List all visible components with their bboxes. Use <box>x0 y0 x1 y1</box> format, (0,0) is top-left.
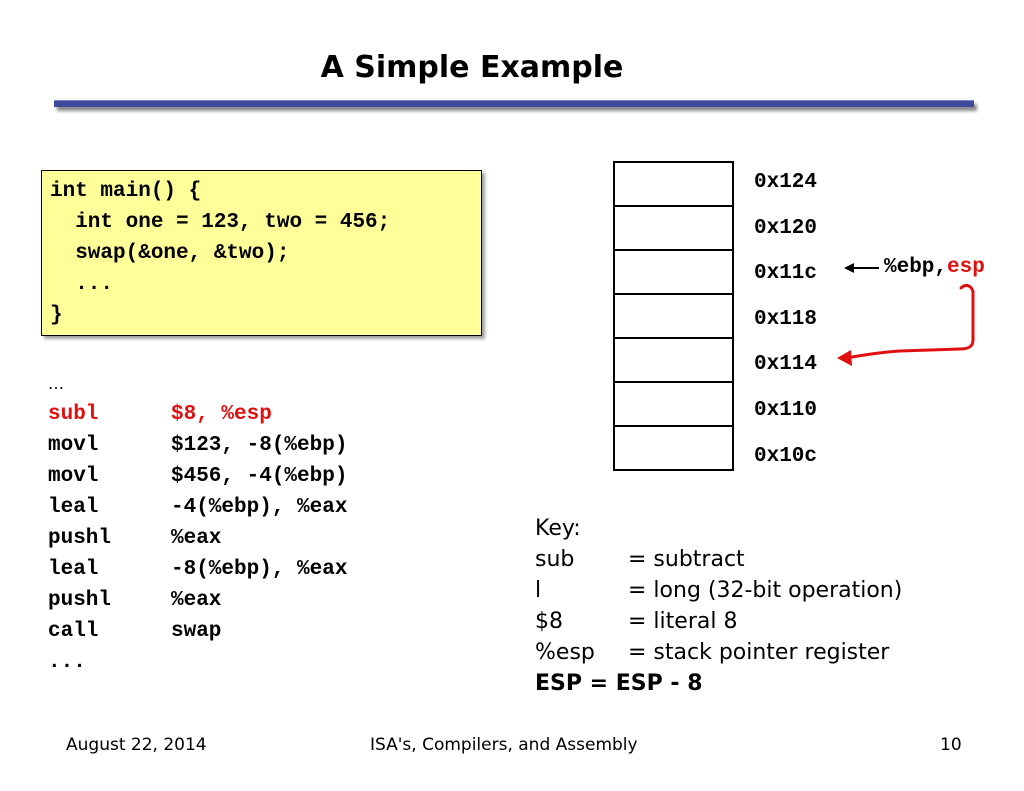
esp-move-arrow <box>850 283 975 359</box>
code-line: swap(&one, &two); <box>50 242 290 265</box>
asm-opcode: pushl <box>48 527 112 550</box>
asm-row: pushl %eax <box>48 585 347 616</box>
ebp-pointer-arrow <box>844 263 879 273</box>
key-term: $8 <box>535 609 563 634</box>
asm-opcode: leal <box>48 558 99 581</box>
key-meaning: = subtract <box>628 547 745 572</box>
stack-cell <box>613 293 734 337</box>
asm-row: movl $123, -8(%ebp) <box>48 430 347 461</box>
asm-operands: $8, %esp <box>171 403 272 426</box>
asm-row: leal -8(%ebp), %eax <box>48 554 347 585</box>
key-term: sub <box>535 547 575 572</box>
asm-opcode: movl <box>48 465 99 488</box>
stack-cell <box>613 425 734 471</box>
code-line: ... <box>50 273 114 296</box>
key-meaning: = stack pointer register <box>628 640 890 665</box>
asm-row: pushl %eax <box>48 523 347 554</box>
key-row: l = long (32-bit operation) <box>535 575 902 606</box>
stack-address: 0x10c <box>754 445 818 468</box>
stack-address: 0x11c <box>754 262 818 285</box>
pointer-label-prefix: %ebp, <box>884 256 948 279</box>
asm-opcode: subl <box>48 403 99 426</box>
asm-operands: -4(%ebp), %eax <box>171 496 348 519</box>
footer-course: ISA's, Compilers, and Assembly <box>370 735 638 755</box>
stack-address: 0x114 <box>754 353 818 376</box>
pointer-label: %ebp,esp <box>884 256 985 279</box>
key-term: l <box>535 578 542 603</box>
asm-operands: %eax <box>171 527 222 550</box>
asm-row: leal -4(%ebp), %eax <box>48 492 347 523</box>
stack-cell <box>613 161 734 205</box>
slide-title: A Simple Example <box>320 50 624 85</box>
asm-operands: swap <box>171 620 222 643</box>
stack-cell <box>613 337 734 381</box>
key-row: sub = subtract <box>535 544 902 575</box>
stack-address: 0x120 <box>754 217 818 240</box>
asm-tail: ... <box>48 651 86 674</box>
stack-cell <box>613 205 734 249</box>
assembly-listing: … subl $8, %esp movl $123, -8(%ebp) movl $4… <box>48 368 347 678</box>
asm-operands: -8(%ebp), %eax <box>171 558 348 581</box>
key-row: %esp = stack pointer register <box>535 637 902 668</box>
asm-operands: %eax <box>171 589 222 612</box>
footer-date: August 22, 2014 <box>66 735 207 755</box>
stack-address: 0x124 <box>754 171 818 194</box>
key-term: %esp <box>535 640 595 665</box>
c-code-box: int main() { int one = 123, two = 456; s… <box>41 170 482 336</box>
key-row: $8 = literal 8 <box>535 606 902 637</box>
asm-ellipsis: … <box>48 374 64 393</box>
asm-operands: $123, -8(%ebp) <box>171 434 348 457</box>
asm-opcode: call <box>48 620 99 643</box>
stack-cell <box>613 249 734 293</box>
footer-page-number: 10 <box>940 735 962 755</box>
title-rule <box>54 100 974 107</box>
stack-address: 0x118 <box>754 308 818 331</box>
esp-move-arrowhead <box>837 350 852 366</box>
code-line: int one = 123, two = 456; <box>50 211 391 234</box>
key-meaning: = long (32-bit operation) <box>628 578 903 603</box>
key-meaning: = literal 8 <box>628 609 738 634</box>
asm-opcode: leal <box>48 496 99 519</box>
key-heading: Key: <box>535 516 581 541</box>
asm-row: call swap <box>48 616 347 647</box>
stack-address: 0x110 <box>754 399 818 422</box>
pointer-label-highlight: esp <box>947 256 985 279</box>
code-line: } <box>50 304 63 327</box>
code-line: int main() { <box>50 180 202 203</box>
asm-operands: $456, -4(%ebp) <box>171 465 348 488</box>
key-summary: ESP = ESP - 8 <box>535 671 703 696</box>
asm-opcode: movl <box>48 434 99 457</box>
asm-opcode: pushl <box>48 589 112 612</box>
asm-row: subl $8, %esp <box>48 399 347 430</box>
key-legend: Key: sub = subtract l = long (32-bit opera… <box>535 513 902 699</box>
asm-row: movl $456, -4(%ebp) <box>48 461 347 492</box>
stack-diagram <box>613 161 734 471</box>
stack-cell <box>613 381 734 425</box>
